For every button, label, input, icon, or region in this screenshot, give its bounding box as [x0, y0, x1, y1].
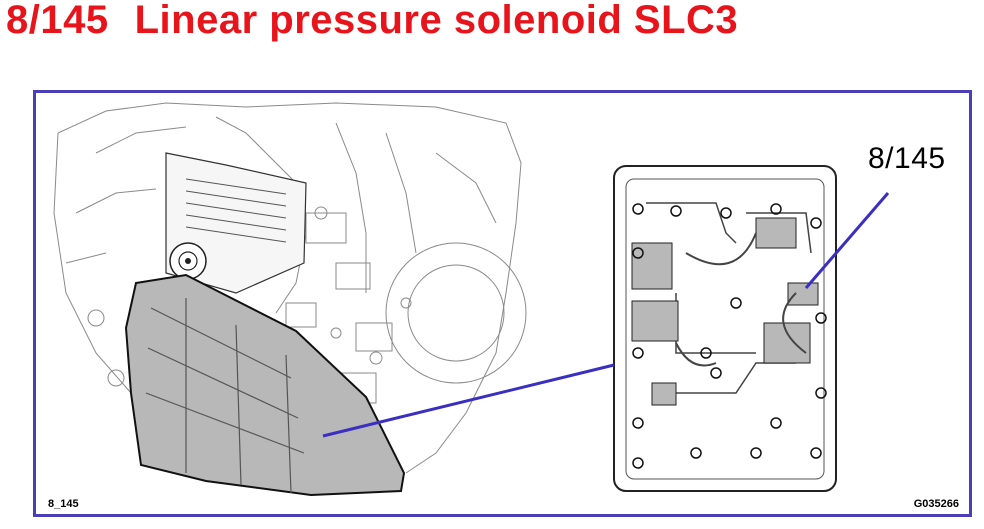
figure-ref-right: G035266 — [913, 498, 959, 510]
leader-line-solenoid — [804, 192, 890, 289]
title-code: 8/145 — [6, 0, 109, 42]
diagram-canvas — [53, 102, 890, 497]
figure-ref-left: 8_145 — [48, 498, 79, 510]
title-text: Linear pressure solenoid SLC3 — [134, 0, 739, 42]
callout-label: 8/145 — [868, 142, 946, 175]
valve-body-detail — [613, 165, 837, 492]
valve-body-cover — [165, 152, 307, 294]
diagram-frame: 8/145 8_145 G035266 — [33, 90, 972, 517]
page-title: 8/145 Linear pressure solenoid SLC3 — [6, 0, 738, 44]
oil-pan-body — [124, 273, 406, 497]
leader-line-pan — [322, 363, 615, 438]
transmission-housing — [53, 102, 527, 474]
oil-pan — [124, 273, 406, 497]
